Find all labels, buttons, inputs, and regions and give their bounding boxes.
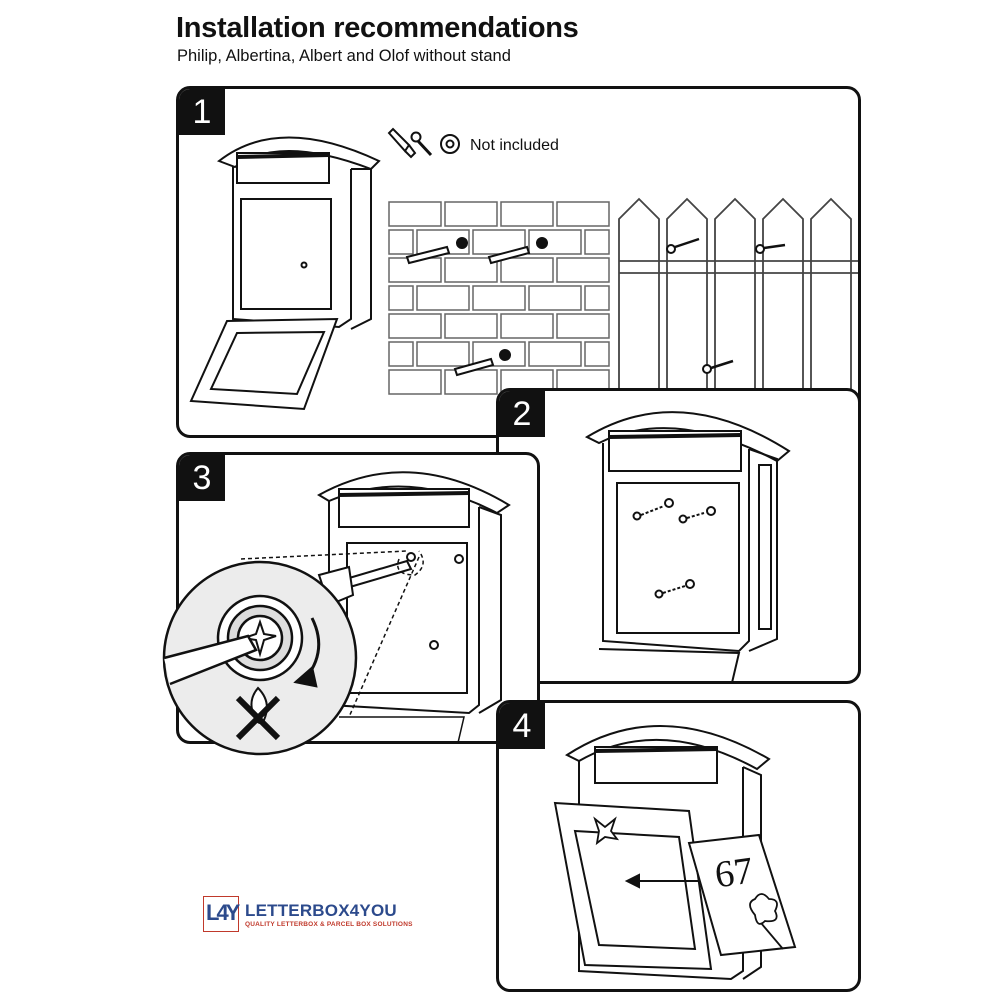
page-subtitle: Philip, Albertina, Albert and Olof witho… [177,47,511,65]
mailbox-open-flap [189,136,381,411]
step-3-illustration [240,471,511,741]
wooden-fence [618,197,858,435]
step-4-number: 4 [499,703,545,749]
step-3-number: 3 [179,455,225,501]
brand-name: LETTERBOX4YOU [245,900,397,920]
screw-icon [410,131,433,157]
step-1-panel: 1 [176,86,861,438]
logo-mark: L4Y [203,896,240,932]
step-1-number: 1 [179,89,225,135]
number-sign-icon [687,833,797,957]
wall-plug-icon [387,127,417,159]
step-4-illustration [553,725,797,981]
wall-plug-holes [405,237,548,377]
page-title: Installation recommendations [176,12,579,44]
screw-icon [632,498,716,599]
no-overtighten-icon [235,686,281,741]
washer-icon [440,134,460,154]
zoom-detail-circle [162,560,358,756]
step-1-illustration [189,127,858,435]
door-panel [553,801,713,971]
logo-letters: L4Y [206,900,240,925]
step-4-panel: 4 67 [496,700,861,992]
remove-sticker-icon [593,816,620,846]
screw-icon [243,618,277,658]
step-2-panel: 2 [496,388,861,684]
house-number: 67 [712,849,756,897]
brick-wall [388,201,610,395]
not-included-label: Not included [470,137,559,154]
brand-logo: L4Y LETTERBOX4YOU QUALITY LETTERBOX & PA… [203,896,413,932]
step-2-illustration [584,411,791,681]
step-2-number: 2 [499,391,545,437]
fence-screws [666,237,786,374]
brand-tagline: QUALITY LETTERBOX & PARCEL BOX SOLUTIONS [245,920,413,928]
